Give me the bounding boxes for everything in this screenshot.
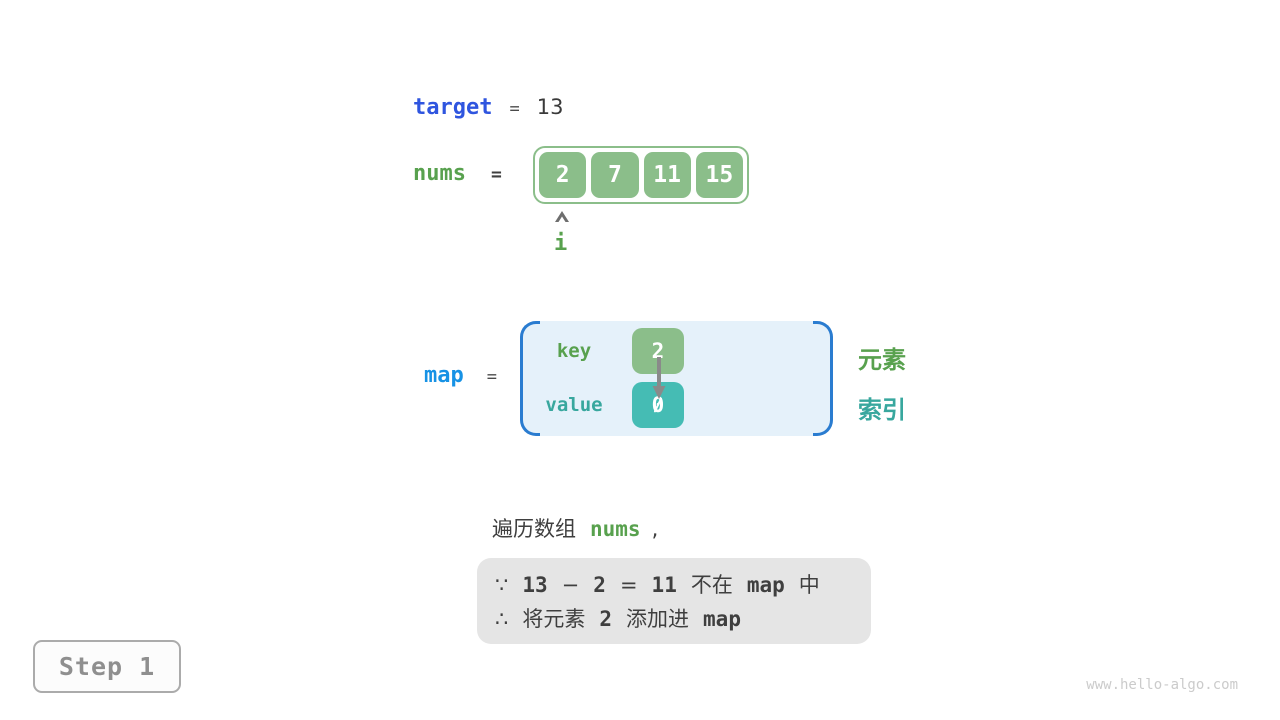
legend-element-label: 元素 [858,346,906,374]
key-label: key [556,340,592,362]
step-label: Step 1 [58,652,156,681]
array-cell: 2 [539,152,587,198]
key-to-value-arrow-icon [652,357,666,399]
map-container: key 2 value 0 [520,321,833,436]
equals-sign: = [486,367,497,387]
array-cell: 15 [695,152,743,198]
caption-sentence: 遍历数组 nums , [492,513,658,543]
equals-sign: = [509,99,520,119]
watermark: www.hello-algo.com [1086,677,1238,693]
note-line-2: ∴ 将元素 2 添加进 map [488,603,861,634]
note-token: 将元素 [522,607,586,631]
index-pointer-label: i [554,231,568,256]
note-token: ∵ [495,573,509,597]
note-token: 添加进 [626,607,690,631]
note-token: − [561,573,580,597]
note-token: 2 [599,607,613,631]
map-variable-label: map [424,363,464,388]
value-label: value [545,394,603,416]
array-cell: 11 [643,152,691,198]
right-bracket [813,321,833,436]
note-token: 11 [651,573,677,597]
note-token: 不在 [690,573,733,597]
sentence-prefix: 遍历数组 [492,517,576,541]
note-token: 中 [798,573,820,597]
note-token: = [619,573,638,597]
note-line-1: ∵ 13−2 = 11 不在 map 中 [488,569,861,600]
sentence-code: nums [590,517,641,541]
array-cell: 7 [591,152,639,198]
note-token: ∴ [495,607,509,631]
target-variable-label: target [413,95,493,120]
step-badge: Step 1 [33,640,181,693]
target-value: 13 [536,95,564,119]
nums-variable-label: nums [413,161,466,186]
equals-sign: = [490,164,502,185]
note-token: map [746,573,785,597]
note-token: 13 [522,573,548,597]
map-line: map = [424,363,497,388]
note-token: 2 [593,573,606,597]
nums-array: 2 7 11 15 [533,146,749,204]
target-line: target = 13 [413,95,563,120]
legend-index-label: 索引 [858,396,906,424]
note-token: map [703,607,741,631]
pointer-up-icon [555,211,569,222]
nums-line: nums = [413,161,502,186]
left-bracket [520,321,540,436]
sentence-comma: , [651,517,659,541]
